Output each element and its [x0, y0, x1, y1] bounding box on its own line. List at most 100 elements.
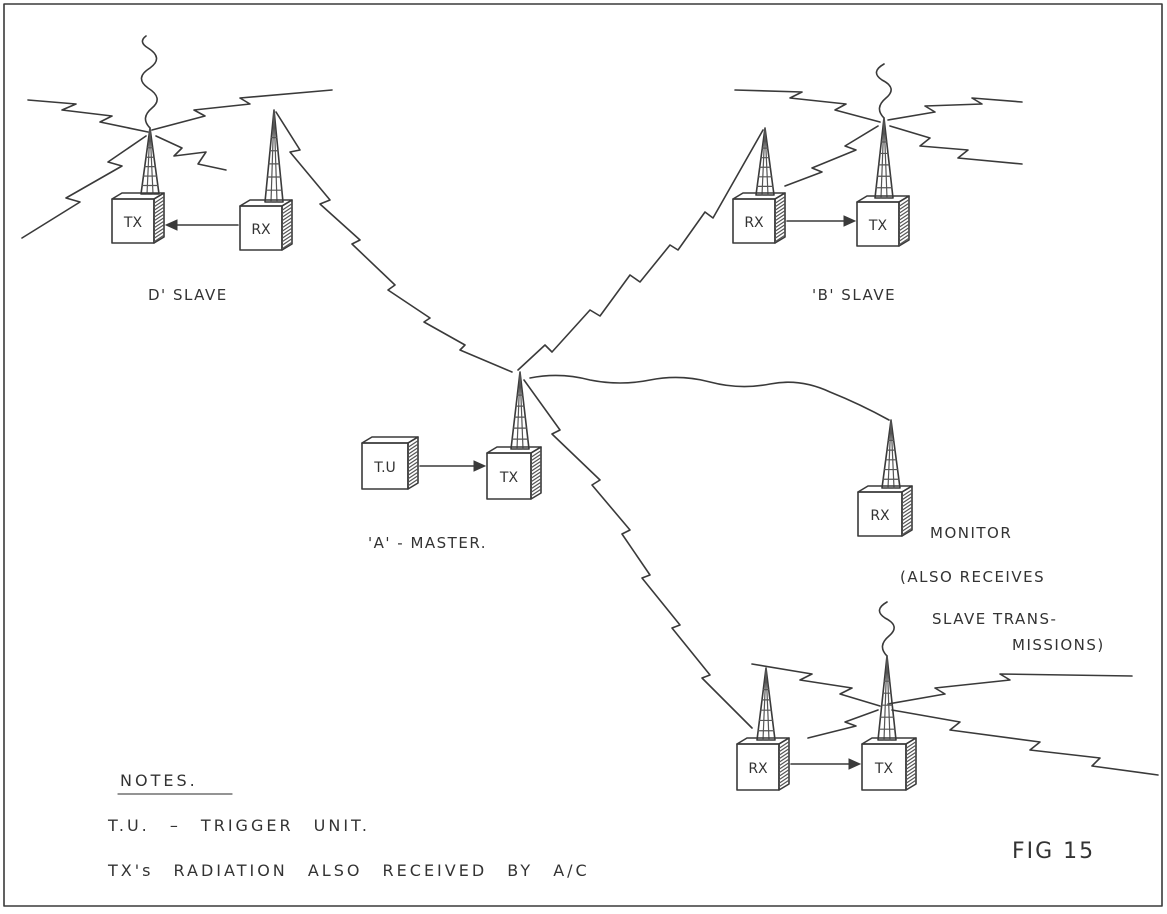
box-side-hatch — [898, 206, 910, 214]
mast-strut — [270, 109, 275, 203]
box-side-hatch — [407, 461, 419, 469]
box-side-hatch — [530, 450, 542, 458]
box-side-hatch — [898, 230, 910, 239]
radiation-c-slave — [751, 601, 1159, 776]
box-side-hatch — [774, 196, 786, 204]
radiation-line — [807, 709, 879, 739]
box-side-hatch — [281, 217, 293, 225]
box-side-hatch — [901, 527, 913, 536]
box-side-hatch — [530, 471, 542, 479]
c-slave-tx-label: TX — [874, 761, 894, 777]
mast-outline — [510, 371, 530, 450]
d-slave-label: D' SLAVE — [148, 286, 228, 304]
box-side-hatch — [774, 217, 786, 225]
mast-outline — [140, 127, 160, 195]
mast-strut — [516, 371, 521, 450]
box-side-hatch — [281, 231, 293, 239]
figure-label: FIG 15 — [1012, 839, 1095, 864]
signal-path-master-to-b-slave — [517, 129, 764, 371]
b-slave-rx-antenna-icon — [755, 127, 775, 196]
mast-strut — [890, 419, 895, 489]
box-side-hatch — [901, 492, 913, 501]
box-side-hatch — [281, 220, 293, 229]
radiation-line — [891, 709, 1159, 776]
c-slave-rx-label: RX — [748, 761, 768, 777]
box-side-hatch — [901, 513, 913, 522]
master-tx-label: TX — [499, 470, 519, 486]
box-side-face — [901, 485, 913, 537]
b-slave-tx-box: TX — [856, 195, 910, 247]
box-side-hatch — [905, 748, 917, 756]
box-side-hatch — [905, 755, 917, 763]
b-slave-label: 'B' SLAVE — [812, 286, 896, 304]
box-side-hatch — [530, 474, 542, 483]
mast-strut — [761, 127, 766, 196]
box-side-hatch — [905, 776, 917, 784]
radiation-line — [887, 673, 1133, 705]
box-side-hatch — [153, 203, 165, 211]
box-side-hatch — [530, 464, 542, 472]
box-side-hatch — [901, 520, 913, 529]
box-side-hatch — [153, 234, 165, 243]
box-side-hatch — [774, 234, 786, 243]
radiation-line — [734, 89, 881, 123]
box-side-hatch — [153, 227, 165, 236]
box-side-hatch — [778, 751, 790, 760]
box-side-hatch — [281, 227, 293, 236]
signal-path-master-to-monitor — [529, 374, 890, 421]
d-slave-tx-antenna-icon — [140, 127, 160, 195]
radiation-line — [151, 89, 333, 131]
box-side-face — [530, 446, 542, 500]
box-side-face — [774, 192, 786, 244]
box-side-hatch — [774, 199, 786, 208]
box-side-hatch — [898, 199, 910, 207]
box-side-hatch — [778, 748, 790, 756]
box-side-hatch — [901, 510, 913, 518]
c-slave-arrow — [790, 758, 862, 770]
box-side-hatch — [774, 206, 786, 215]
c-slave-tx-antenna-icon — [877, 655, 897, 741]
box-side-hatch — [898, 234, 910, 242]
radiation-line — [155, 135, 227, 171]
signal-path-d-slave-to-master — [275, 111, 513, 373]
d-slave-tx-label: TX — [123, 215, 143, 231]
box-side-hatch — [905, 744, 917, 753]
box-side-hatch — [281, 203, 293, 211]
box-side-hatch — [898, 237, 910, 246]
box-side-hatch — [905, 772, 917, 781]
box-side-hatch — [905, 765, 917, 774]
box-side-hatch — [530, 481, 542, 490]
box-side-hatch — [898, 220, 910, 228]
mast-strut — [883, 117, 888, 199]
box-side-hatch — [778, 772, 790, 781]
box-side-hatch — [905, 741, 917, 749]
mast-strut — [887, 419, 892, 489]
box-side-hatch — [407, 478, 419, 487]
box-side-hatch — [901, 506, 913, 515]
box-side-hatch — [901, 499, 913, 508]
arrow-head — [164, 219, 178, 231]
box-side-hatch — [774, 220, 786, 229]
mast-strut — [880, 117, 885, 199]
master-arrow — [419, 460, 487, 472]
monitor-rx-box: RX — [857, 485, 913, 537]
radiation-line — [21, 135, 147, 239]
box-side-hatch — [407, 447, 419, 455]
mast-strut — [273, 109, 278, 203]
box-side-hatch — [153, 217, 165, 225]
mast-outline — [756, 667, 776, 741]
box-side-hatch — [774, 203, 786, 211]
notes-line-2: TX's RADIATION ALSO RECEIVED BY A/C — [107, 861, 590, 880]
box-side-hatch — [901, 503, 913, 511]
box-side-hatch — [898, 227, 910, 235]
box-side-hatch — [407, 471, 419, 480]
radiation-line — [878, 601, 895, 657]
box-side-hatch — [774, 213, 786, 222]
mast-strut — [764, 127, 769, 196]
master-label: 'A' - MASTER. — [368, 534, 487, 552]
box-side-hatch — [153, 213, 165, 222]
master-tu-label: T.U — [373, 460, 396, 476]
d-slave-tx-box: TX — [111, 192, 165, 244]
box-side-hatch — [901, 524, 913, 532]
mast-strut — [883, 655, 888, 741]
